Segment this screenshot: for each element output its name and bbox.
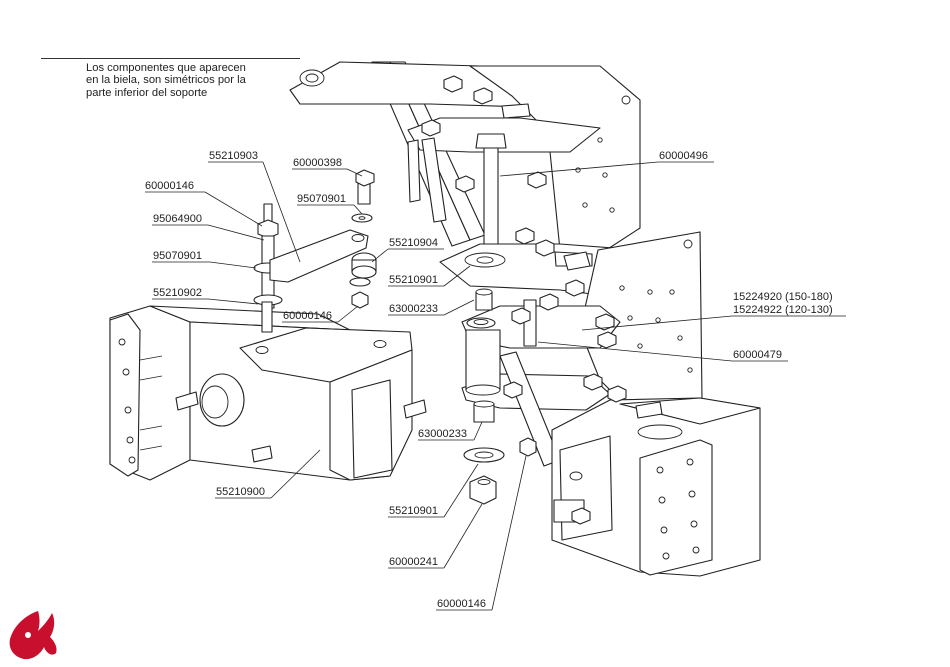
callout-63000233-lower: 63000233 <box>418 428 467 440</box>
mast-structure <box>290 62 760 576</box>
callout-60000146-bottom: 60000146 <box>437 598 486 610</box>
callout-55210902: 55210902 <box>153 287 202 299</box>
callout-55210903: 55210903 <box>209 150 258 162</box>
callout-60000479: 60000479 <box>733 349 782 361</box>
callout-95070901-top: 95070901 <box>297 193 346 205</box>
callout-95070901-left: 95070901 <box>153 250 202 262</box>
bird-logo-icon <box>10 611 57 659</box>
callout-60000496: 60000496 <box>659 150 708 162</box>
callout-55210901-lower: 55210901 <box>389 505 438 517</box>
callout-63000233-upper: 63000233 <box>389 303 438 315</box>
callout-60000398: 60000398 <box>293 157 342 169</box>
callout-60000146-top: 60000146 <box>145 180 194 192</box>
callout-15224920: 15224920 (150-180) <box>733 291 833 303</box>
callout-15224922: 15224922 (120-130) <box>733 304 833 316</box>
callout-55210901-upper: 55210901 <box>389 274 438 286</box>
callout-60000241: 60000241 <box>389 556 438 568</box>
callout-55210900: 55210900 <box>216 486 265 498</box>
callout-60000146-mid: 60000146 <box>283 310 332 322</box>
callout-55210904: 55210904 <box>389 237 438 249</box>
callout-95064900: 95064900 <box>153 213 202 225</box>
